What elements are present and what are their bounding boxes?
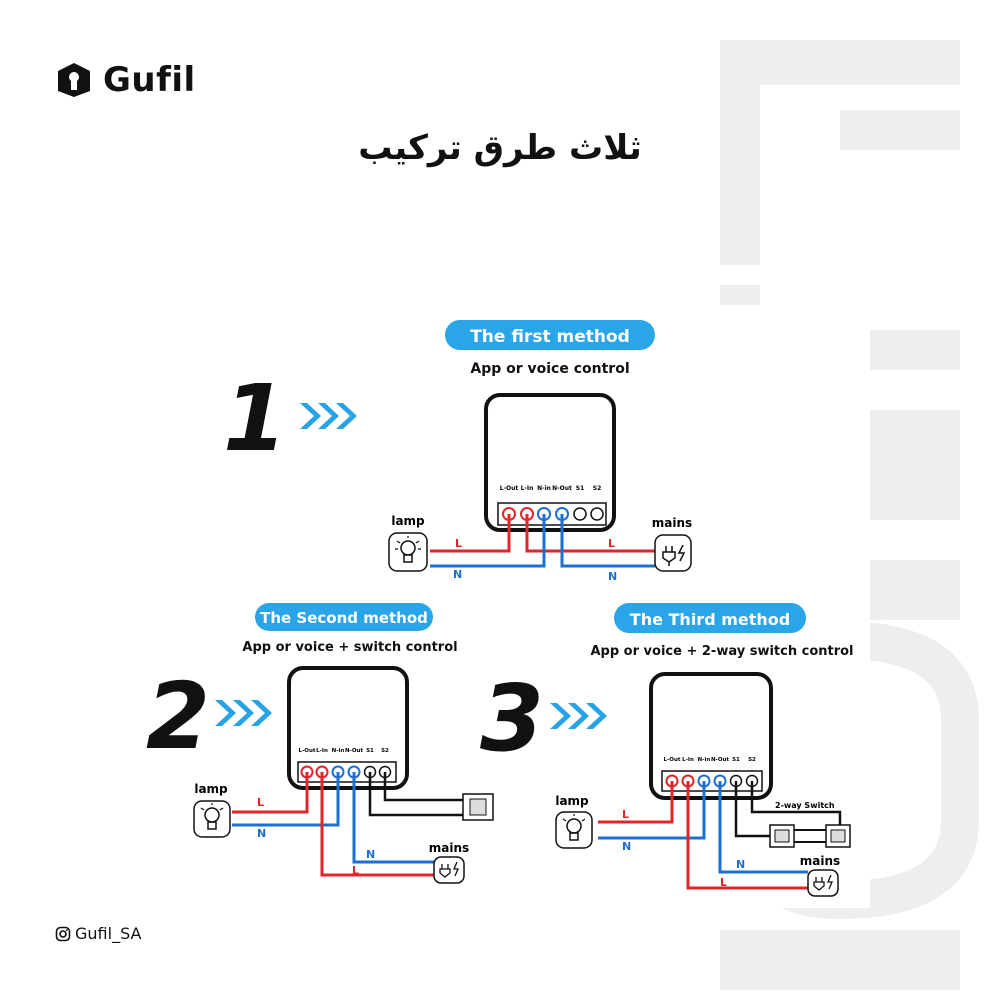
method-1-live-wire-lamp: [430, 514, 511, 553]
method-2-subtitle: App or voice + switch control: [242, 640, 457, 655]
method-2-lamp-label: lamp: [194, 782, 228, 796]
method-3-two-way-switch-label: 2-way Switch: [775, 801, 835, 810]
method-2-terminal-label: S1: [366, 748, 374, 754]
method-1-badge: [445, 320, 655, 350]
method-1-mains-label: mains: [652, 516, 692, 530]
method-3-arrow: [550, 703, 607, 729]
wiring-diagram-panel: The first method App or voice control 1 …: [130, 308, 870, 908]
method-1-terminal-label: L-Out: [500, 485, 519, 492]
method-1-neutral-wire-lamp: [430, 514, 546, 568]
plug-icon: [433, 856, 465, 884]
method-3-terminal-label: S1: [732, 757, 740, 763]
method-3-subtitle: App or voice + 2-way switch control: [590, 644, 853, 659]
social-handle-text: Gufil_SA: [75, 924, 142, 943]
wiring-diagram: The first method App or voice control 1 …: [146, 320, 854, 897]
method-1-terminal-label: N-in: [537, 485, 551, 492]
method-3-neutral-wire-lamp: [598, 781, 706, 840]
method-2: The Second method App or voice + switch …: [146, 603, 494, 884]
method-1-arrow: [300, 403, 357, 429]
lamp-icon: [388, 532, 428, 572]
method-1-neutral-wire-mains: [560, 514, 655, 568]
instagram-icon: [55, 926, 71, 941]
two-way-switch-icon: [769, 824, 851, 848]
method-2-terminal-label: N-Out: [345, 748, 363, 754]
method-1-live-wire-mains: [525, 514, 655, 553]
method-3-switch-wire-s2: [750, 781, 842, 828]
method-2-arrow: [215, 700, 272, 726]
method-2-mains-label: mains: [429, 841, 469, 855]
method-1-lamp-label: lamp: [391, 514, 425, 528]
method-3-neutral-label: N: [622, 840, 631, 853]
method-3-number: 3: [480, 665, 544, 772]
method-1-live-label: L: [455, 537, 462, 550]
brand-name: Gufil: [103, 60, 196, 100]
method-1-subtitle: App or voice control: [470, 361, 629, 377]
method-2-neutral-label: N: [257, 827, 266, 840]
method-1-neutral-label: N: [453, 568, 462, 581]
method-2-live-wire-lamp: [232, 772, 309, 814]
method-3-switch-wire-s1: [734, 781, 770, 838]
method-2-badge: [255, 603, 433, 631]
method-3-lamp-label: lamp: [555, 794, 589, 808]
method-3-terminal-label: L-Out: [663, 757, 680, 763]
method-2-neutral-wire-mains: [352, 772, 434, 864]
method-1-terminal-label: S2: [593, 485, 602, 492]
method-2-terminal-label: N-in: [332, 748, 345, 754]
method-1: The first method App or voice control 1 …: [223, 320, 692, 583]
method-1-terminal-label: L-In: [521, 485, 534, 492]
method-2-terminal-label: S2: [381, 748, 389, 754]
method-3-title: The Third method: [630, 610, 790, 629]
method-3-module: [649, 672, 773, 800]
method-2-terminal-label: L-Out: [298, 748, 315, 754]
method-1-neutral-label-mains: N: [608, 570, 617, 583]
method-2-terminal-label: L-In: [316, 748, 328, 754]
social-handle[interactable]: Gufil_SA: [55, 924, 141, 943]
method-3-badge: [614, 603, 806, 633]
method-1-title: The first method: [470, 327, 630, 347]
method-3-terminal-label: L-In: [682, 757, 694, 763]
method-1-module: [484, 393, 616, 532]
method-2-switch-wire-s1: [368, 772, 463, 817]
method-3-live-wire-mains: [686, 781, 808, 890]
method-1-terminal-label: N-Out: [552, 485, 572, 492]
plug-icon: [807, 869, 839, 897]
method-2-neutral-wire-lamp: [232, 772, 340, 827]
lamp-icon: [193, 800, 231, 838]
method-3: The Third method App or voice + 2-way sw…: [480, 603, 854, 897]
method-3-terminal-label: N-Out: [711, 757, 729, 763]
method-1-live-label-mains: L: [608, 537, 615, 550]
method-3-terminal-label: S2: [748, 757, 756, 763]
method-3-mains-label: mains: [800, 854, 840, 868]
method-3-live-label-mains: L: [720, 876, 727, 889]
method-2-live-wire-mains: [320, 772, 434, 877]
method-2-neutral-label-mains: N: [366, 848, 375, 861]
method-2-switch-wire-s2: [383, 772, 463, 802]
method-3-terminal-label: N-in: [698, 757, 711, 763]
page-title: ثلاث طرق تركيب: [358, 128, 642, 168]
lamp-icon: [555, 811, 593, 849]
brand-logo-icon: [58, 63, 90, 97]
method-3-neutral-label-mains: N: [736, 858, 745, 871]
method-3-live-label: L: [622, 808, 629, 821]
brand-logo: Gufil: [55, 60, 196, 100]
wall-switch-icon: [462, 793, 494, 821]
method-2-number: 2: [146, 663, 210, 770]
method-2-module: [287, 666, 409, 790]
method-2-live-label: L: [257, 796, 264, 809]
plug-icon: [654, 534, 692, 572]
method-3-live-wire-lamp: [598, 781, 674, 824]
method-2-title: The Second method: [260, 609, 428, 627]
method-3-neutral-wire-mains: [718, 781, 808, 874]
method-1-number: 1: [223, 365, 287, 472]
method-1-terminal-label: S1: [576, 485, 585, 492]
method-2-live-label-mains: L: [352, 864, 359, 877]
